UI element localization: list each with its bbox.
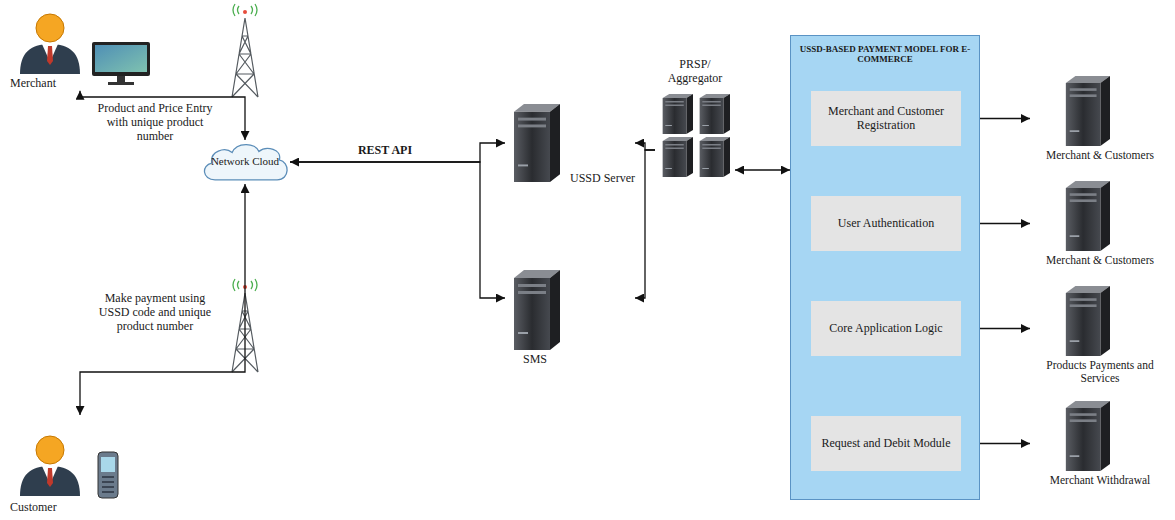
server-icon	[700, 137, 730, 177]
cell-tower	[232, 4, 258, 97]
server-icon	[1066, 181, 1110, 251]
server-icon	[1066, 76, 1110, 146]
actor: Customer	[10, 415, 150, 515]
cloud-outline	[204, 145, 287, 180]
connector-arrow	[735, 169, 790, 170]
drawing-part	[102, 477, 114, 492]
server-icon	[663, 137, 693, 177]
module-box: Request and Debit Module	[811, 416, 961, 471]
database-server: Products Payments and Services	[1030, 285, 1170, 385]
drawing-part	[92, 42, 150, 76]
node-label: Products Payments and Services	[1030, 359, 1170, 385]
merchant-icon	[20, 14, 80, 74]
panel-heading: USSD-BASED PAYMENT MODEL FOR E-COMMERCE	[799, 44, 971, 65]
drawing-part	[117, 76, 125, 82]
connector-arrow	[290, 143, 505, 162]
phone-icon	[98, 452, 118, 498]
server-icon	[700, 94, 730, 134]
drawing-part	[101, 457, 115, 472]
node-label: Merchant and Customer Registration	[819, 105, 953, 133]
node-label: USSD Server	[505, 172, 635, 186]
drawing-part	[95, 45, 147, 72]
node-label: Core Application Logic	[829, 322, 942, 336]
server: USSD Server	[505, 100, 635, 186]
aggregator: PRSP/ Aggregator	[655, 58, 735, 178]
node-label: User Authentication	[838, 217, 934, 231]
customer-icon	[20, 436, 80, 496]
monitor-icon	[92, 42, 150, 85]
actor: Merchant	[10, 5, 150, 91]
server: SMS	[505, 265, 635, 367]
node-label: PRSP/ Aggregator	[655, 58, 735, 86]
server-icon	[514, 270, 560, 350]
node-label: Merchant & Customers	[1030, 149, 1170, 162]
network-cloud: Network Cloud	[200, 140, 290, 184]
node-label: Request and Debit Module	[822, 437, 951, 451]
node-label: Network Cloud	[204, 155, 286, 168]
connector-arrow	[635, 143, 655, 150]
drawing-part	[108, 82, 134, 85]
node-label: SMS	[523, 353, 635, 367]
edge-label: REST API	[355, 143, 415, 158]
connector-arrow	[635, 150, 655, 298]
link-note: Product and Price Entry with unique prod…	[90, 102, 220, 143]
system-panel: USSD-BASED PAYMENT MODEL FOR E-COMMERCE M…	[790, 35, 980, 500]
node-label: Merchant Withdrawal	[1030, 474, 1170, 487]
connector-arrow	[80, 184, 245, 415]
node-label: Merchant & Customers	[1030, 254, 1170, 267]
database-server: Merchant & Customers	[1030, 75, 1170, 162]
drawing-part	[98, 452, 118, 498]
database-server: Merchant & Customers	[1030, 180, 1170, 267]
server-icon	[663, 94, 693, 134]
server-icon	[1066, 401, 1110, 471]
module-box: Core Application Logic	[811, 301, 961, 356]
server-icon	[1066, 286, 1110, 356]
module-box: Merchant and Customer Registration	[811, 91, 961, 146]
server-icon	[514, 104, 560, 182]
node-label: Customer	[10, 501, 150, 515]
link-note: Make payment using USSD code and unique …	[90, 292, 220, 333]
database-server: Merchant Withdrawal	[1030, 400, 1170, 487]
connector-arrow	[290, 162, 505, 298]
node-label: Merchant	[10, 77, 150, 91]
module-box: User Authentication	[811, 196, 961, 251]
